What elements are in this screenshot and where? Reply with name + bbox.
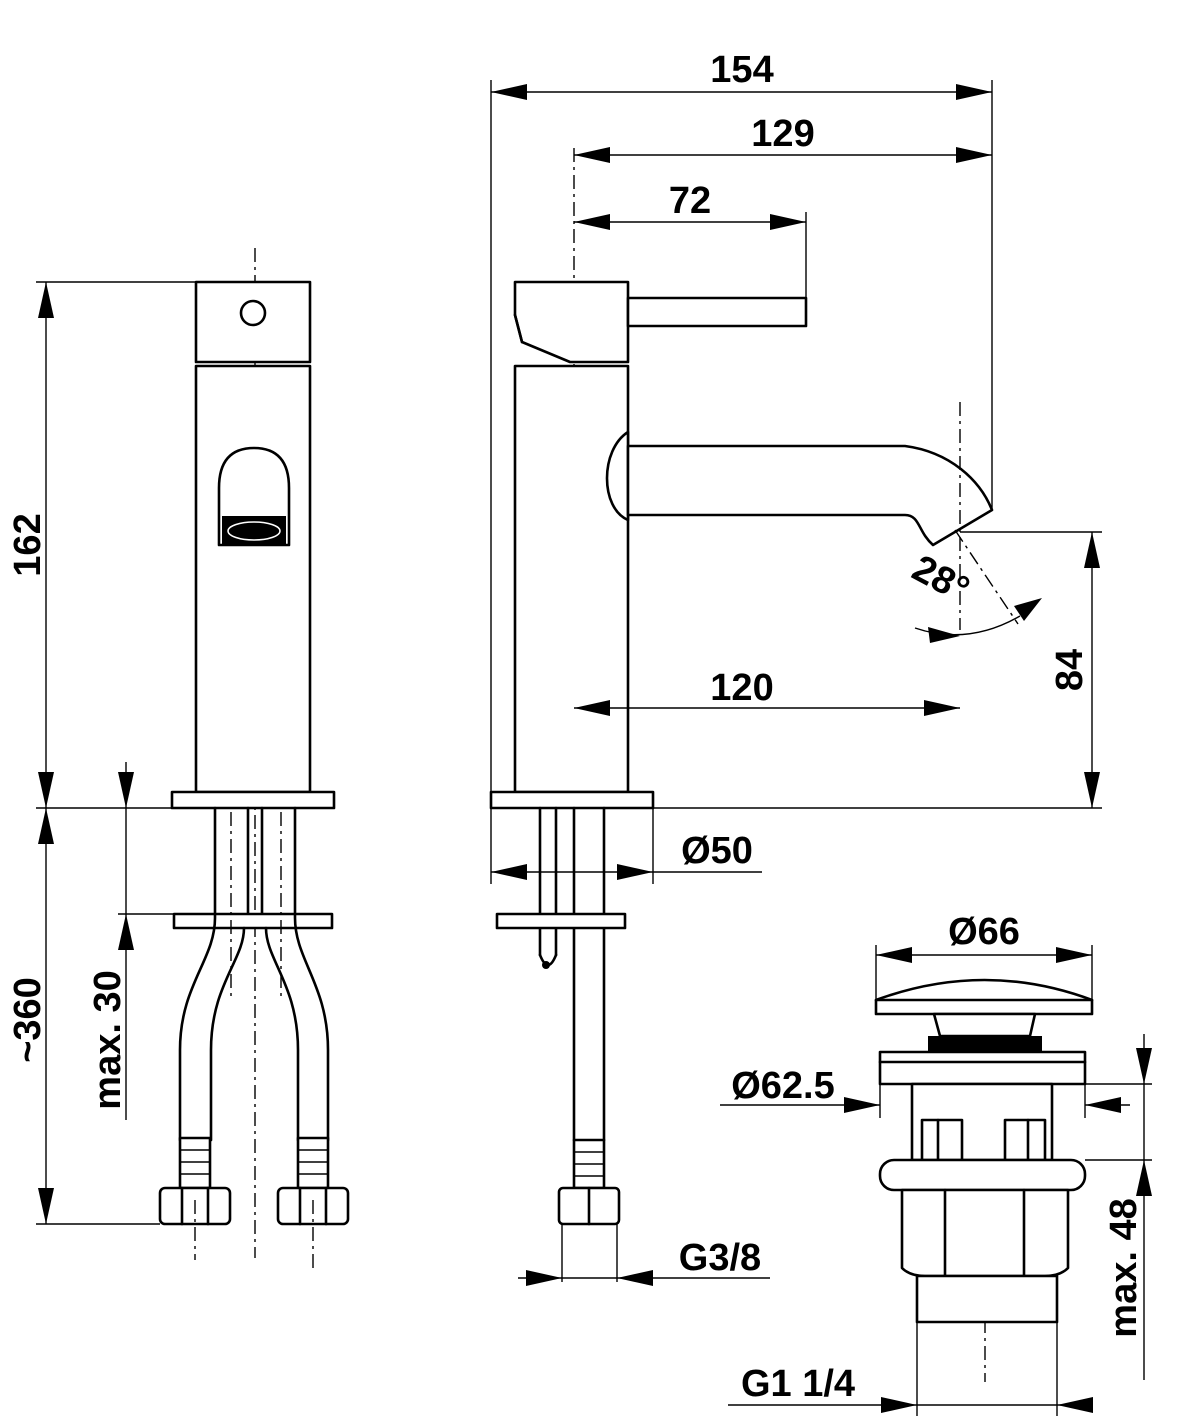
spray-angle-label: 28° <box>905 547 975 611</box>
waste-fitting-view: Ø66 Ø62.5 max. 48 G1 1/4 <box>720 911 1152 1416</box>
max-thickness-label: max. 30 <box>87 970 129 1109</box>
overall-width-label: 154 <box>710 49 773 91</box>
waste-flange-diameter-label: Ø62.5 <box>731 1065 835 1107</box>
side-view: 154 129 72 120 84 28° Ø50 <box>489 49 1102 1286</box>
front-view: 162 ~360 max. 30 <box>7 248 350 1268</box>
base-diameter-label: Ø50 <box>681 830 753 872</box>
waste-cap-diameter-label: Ø66 <box>948 911 1020 953</box>
total-height-label: 162 <box>7 513 49 576</box>
outlet-reach-label: 120 <box>710 667 773 709</box>
lever-length-label: 72 <box>669 180 711 222</box>
spout-reach-label: 129 <box>751 113 814 155</box>
hose-thread-label: G3/8 <box>679 1237 761 1279</box>
waste-thread-label: G1 1/4 <box>741 1363 855 1405</box>
hose-length-label: ~360 <box>7 977 49 1063</box>
waste-max-thickness-label: max. 48 <box>1103 1198 1145 1337</box>
outlet-height-label: 84 <box>1049 649 1091 691</box>
